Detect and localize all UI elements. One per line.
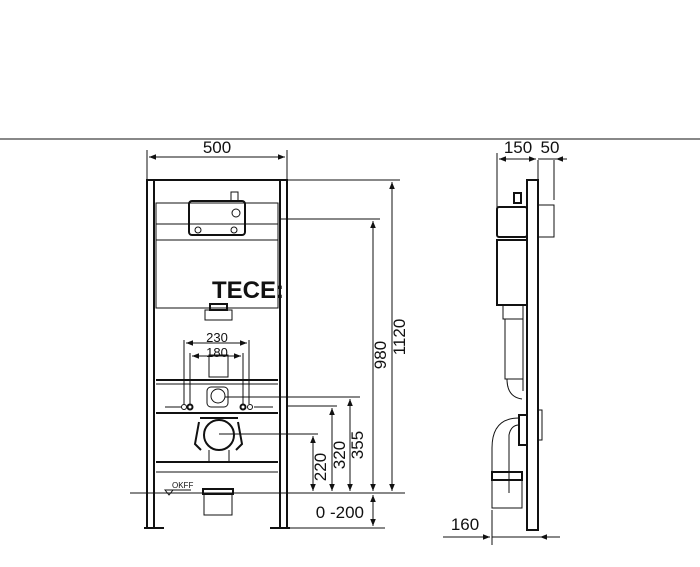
leg-adjust-label: 0 -200 [316,503,364,522]
frame-plate [526,179,539,531]
side-cistern-top [496,206,528,238]
height-355-label: 355 [348,431,367,459]
left-post [146,179,155,529]
height-320-label: 320 [330,441,349,469]
height-220-label: 220 [311,453,330,481]
height-dimensions: 1120 980 355 320 220 0 -200 [219,179,409,526]
side-flush-pipe [504,318,524,380]
waste-connection [203,419,235,451]
outlet-label: 160 [451,515,479,534]
height-total-label: 1120 [390,319,409,356]
side-view: 150 50 160 [443,138,567,545]
bolt-inner-label: 180 [206,345,228,360]
side-cistern [496,239,528,306]
side-drain-pipe [491,479,523,509]
depth-label: 150 [504,138,532,157]
right-post [279,179,288,529]
bolt-outer-label: 230 [206,330,228,345]
plate-label: 50 [541,138,560,157]
cistern [155,202,279,309]
brand-logo: TECE: [212,277,284,304]
floor-marker: OKFF [172,481,193,490]
width-label: 500 [203,138,231,157]
height-actuator-label: 980 [371,341,390,369]
actuator-plate [537,204,555,238]
front-view: 500 TECE: [144,138,290,529]
control-box [188,200,246,236]
